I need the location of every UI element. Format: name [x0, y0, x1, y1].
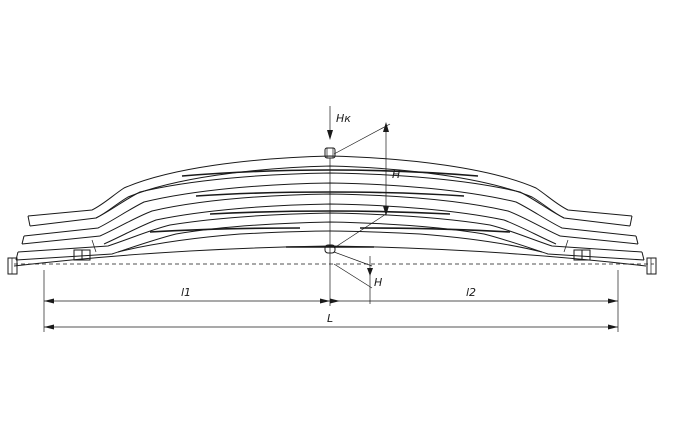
small-height-leader-bottom [333, 263, 373, 289]
right-length-arrow-left [330, 298, 340, 304]
load-arrow: Hк [327, 106, 351, 140]
small-height-label: H [374, 276, 382, 289]
height-arrow-bottom [383, 206, 389, 216]
total-length-arrow-right [608, 324, 618, 330]
second-leaf-left-cap [21, 235, 25, 245]
right-eye-bush [646, 257, 657, 275]
second-leaf-right-cap [635, 235, 639, 245]
height-dimension: H [333, 122, 400, 249]
left-length-arrow-right [320, 298, 330, 304]
main-leaf-right-end [629, 215, 633, 227]
small-height-dimension: H [333, 251, 382, 304]
right-length-arrow-right [608, 298, 618, 304]
length-dimensions: l1 l2 L [43, 270, 619, 332]
fourth-leaf-left-cap [15, 251, 19, 261]
main-leaf-left-end [27, 215, 31, 227]
second-leaf-end-left [21, 235, 101, 245]
left-eye [7, 239, 97, 275]
left-clip [73, 249, 83, 261]
second-leaf-end-right [559, 235, 639, 245]
right-clip-detail [563, 239, 569, 253]
small-height-arrow [367, 268, 373, 276]
main-leaf-top [27, 155, 633, 217]
fourth-leaf-right-cap [641, 251, 645, 261]
left-eye-bush [7, 257, 18, 275]
load-label: Hк [336, 112, 351, 125]
height-leader-bottom [333, 213, 387, 249]
small-height-leader-top [333, 251, 373, 267]
left-clip-2 [81, 249, 91, 261]
height-label: H [392, 168, 400, 181]
total-length-arrow-left [44, 324, 54, 330]
height-arrow-top [383, 122, 389, 132]
total-length-label: L [327, 312, 333, 325]
reference-lines [14, 158, 654, 306]
height-leader-top [333, 123, 391, 155]
left-clip-detail [91, 239, 97, 253]
right-length-label: l2 [466, 286, 476, 299]
right-eye [563, 239, 657, 275]
load-arrow-head [327, 130, 333, 140]
leaf-highlight-4 [149, 227, 301, 233]
left-length-label: l1 [181, 286, 191, 299]
left-length-arrow-left [44, 298, 54, 304]
right-clip-2 [581, 249, 591, 261]
leaf-highlight-5 [359, 227, 511, 233]
